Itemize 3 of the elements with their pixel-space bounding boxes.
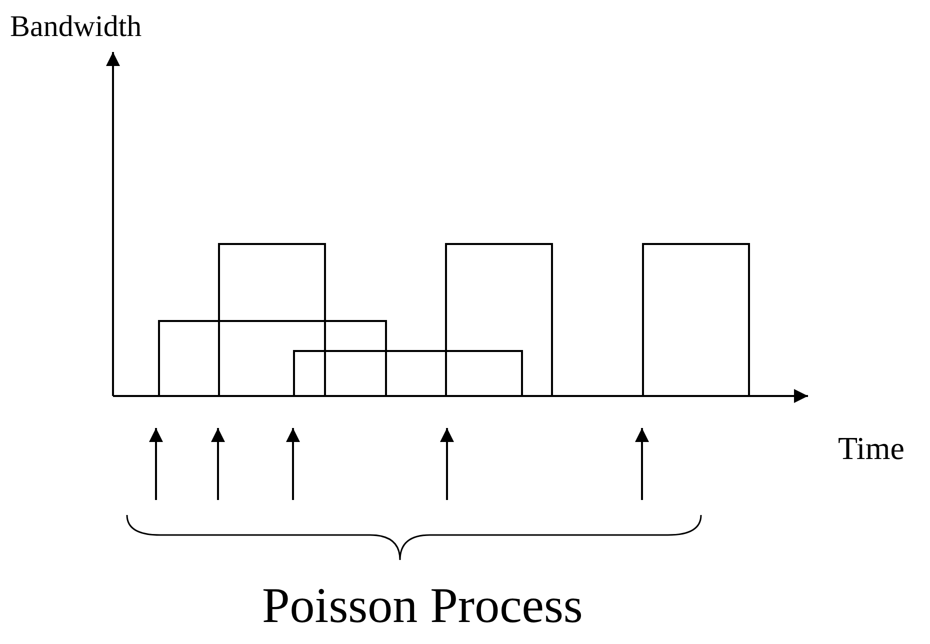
brace-label: Poisson Process xyxy=(262,580,583,630)
axis-label: Bandwidth xyxy=(10,12,142,42)
axis-label: Time xyxy=(838,432,904,464)
